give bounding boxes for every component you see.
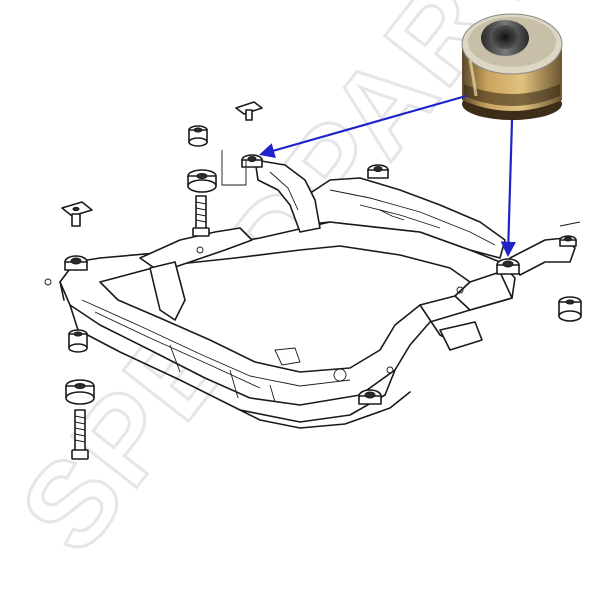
right-extension-end <box>559 221 581 227</box>
washer-icon <box>235 101 263 121</box>
frame-mount-rear-right <box>496 258 520 275</box>
spacer-icon <box>558 296 582 322</box>
bushing-photo <box>461 13 563 120</box>
bolt-icon <box>192 195 210 237</box>
leader-line <box>221 150 247 186</box>
frame-mount-front-left <box>64 255 88 271</box>
frame-mount-rear-center <box>367 164 389 179</box>
frame-mount-rear-left <box>241 154 263 168</box>
arrow-to-rear-left-mount <box>259 94 467 159</box>
spacer-icon <box>65 379 95 405</box>
spacer-icon <box>187 169 217 193</box>
bolt-icon <box>71 409 89 460</box>
bushing-cap-icon <box>68 329 88 353</box>
frame-mount-front-right <box>358 389 382 405</box>
arrow-to-rear-right-mount <box>500 119 517 258</box>
frame-mount-far-right <box>559 235 577 247</box>
pointer-arrows <box>259 94 517 258</box>
washer-icon <box>61 201 93 227</box>
subframe-drawing <box>44 159 576 429</box>
bushing-cap-icon <box>188 125 208 147</box>
